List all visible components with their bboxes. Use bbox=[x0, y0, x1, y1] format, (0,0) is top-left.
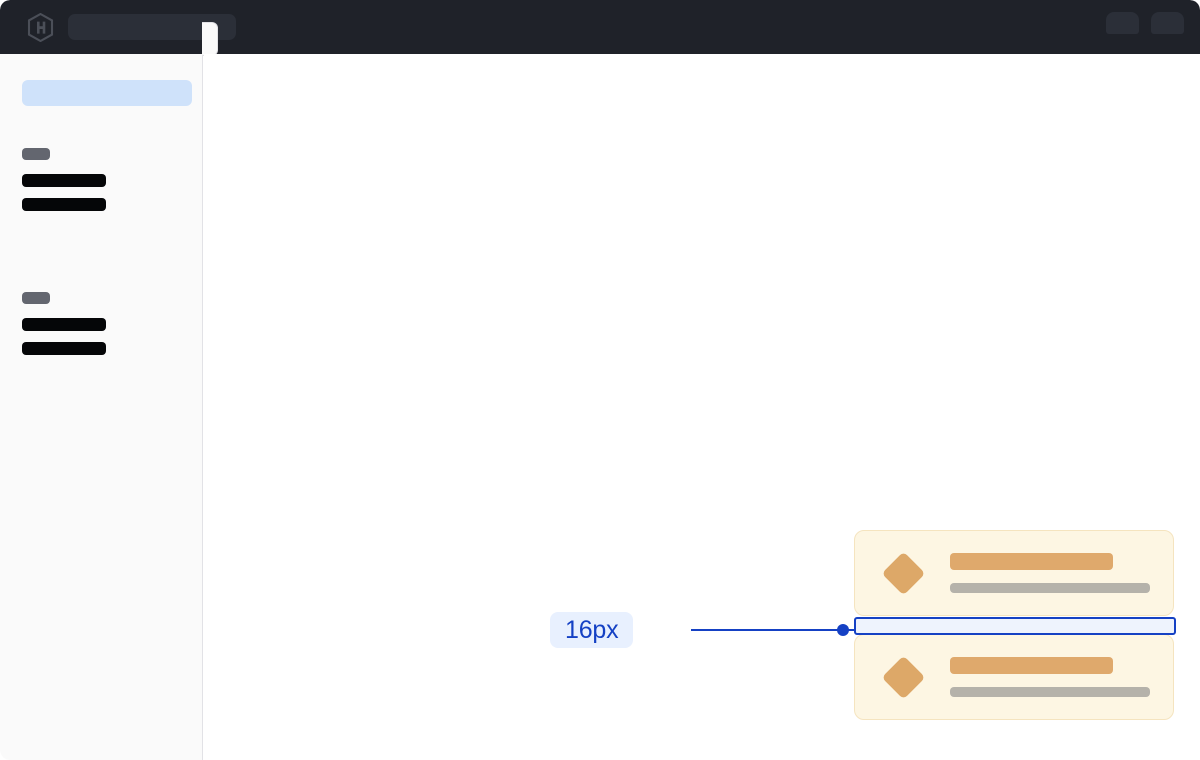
card-lines bbox=[950, 553, 1150, 593]
spacing-gap-highlight bbox=[854, 617, 1176, 635]
card-secondary-line bbox=[950, 583, 1150, 593]
sidebar bbox=[0, 54, 203, 760]
card-primary-line bbox=[950, 553, 1113, 570]
main-canvas: 16px bbox=[204, 54, 1200, 760]
measurement-leader-line bbox=[691, 629, 854, 631]
sidebar-group-2-label bbox=[22, 292, 50, 304]
card-lines bbox=[950, 657, 1150, 697]
sidebar-item-group1-row1[interactable] bbox=[22, 174, 106, 187]
hashicorp-hexagon-logo-icon[interactable] bbox=[27, 13, 54, 42]
diamond-icon bbox=[881, 655, 926, 699]
sidebar-item-group1-row2[interactable] bbox=[22, 198, 106, 211]
diamond-icon bbox=[881, 551, 926, 595]
header-action-two-placeholder-pill-icon[interactable] bbox=[1151, 12, 1184, 34]
header-actions bbox=[1106, 12, 1184, 34]
sidebar-item-active[interactable] bbox=[22, 80, 192, 106]
measurement-endpoint-dot-icon bbox=[837, 624, 849, 636]
sidebar-group-1-label bbox=[22, 148, 50, 160]
header-action-one-placeholder-pill-icon[interactable] bbox=[1106, 12, 1139, 34]
sidebar-item-group2-row1[interactable] bbox=[22, 318, 106, 331]
sidebar-collapse-handle-icon[interactable] bbox=[202, 22, 218, 56]
list-item[interactable] bbox=[854, 530, 1174, 616]
sidebar-item-group2-row2[interactable] bbox=[22, 342, 106, 355]
sidebar-group-1 bbox=[22, 148, 106, 222]
list-item[interactable] bbox=[854, 634, 1174, 720]
measurement-value-badge: 16px bbox=[550, 612, 634, 648]
card-primary-line bbox=[950, 657, 1113, 674]
app-header bbox=[0, 0, 1200, 54]
sidebar-group-2 bbox=[22, 292, 106, 366]
card-secondary-line bbox=[950, 687, 1150, 697]
